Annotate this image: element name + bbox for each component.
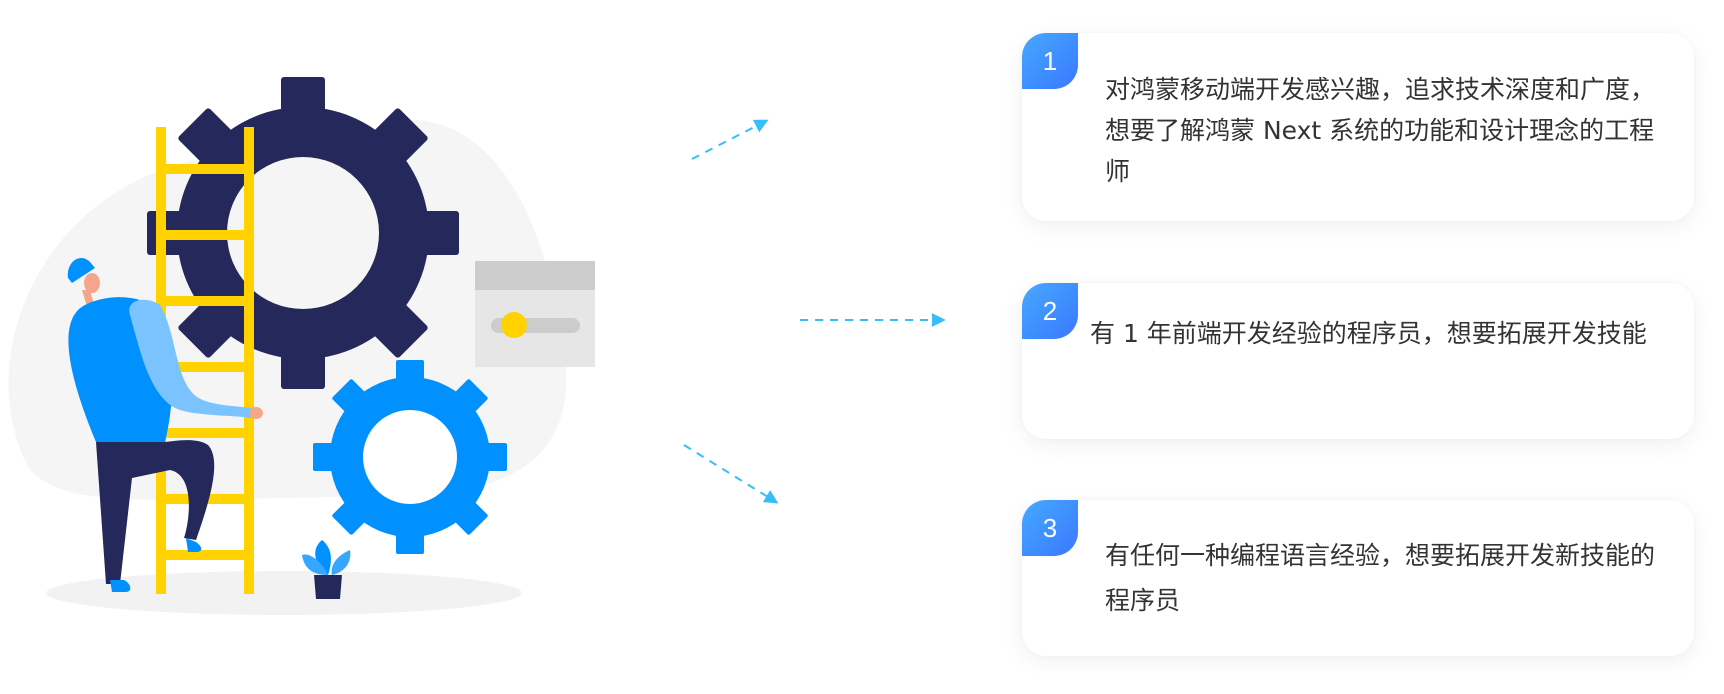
number-badge: 1 [1022, 33, 1078, 89]
arrow-to-item-3 [683, 444, 779, 504]
small-gear-icon [313, 360, 507, 554]
number-badge: 2 [1022, 283, 1078, 339]
audience-card-1: 1 对鸿蒙移动端开发感兴趣，追求技术深度和广度，想要了解鸿蒙 Next 系统的功… [1022, 33, 1694, 221]
number-badge: 3 [1022, 500, 1078, 556]
engineer-figure [67, 257, 263, 592]
arrow-to-item-1 [691, 119, 769, 160]
audience-text: 有 1 年前端开发经验的程序员，想要拓展开发技能 [1090, 319, 1647, 348]
audience-card-3: 3 有任何一种编程语言经验，想要拓展开发新技能的程序员 [1022, 500, 1694, 656]
hard-hat-icon [67, 257, 95, 283]
plant-pot [302, 540, 351, 599]
audience-card-2: 2 有 1 年前端开发经验的程序员，想要拓展开发技能 [1022, 283, 1694, 439]
settings-panel [475, 261, 595, 367]
engineer-gears-illustration [46, 77, 946, 615]
slider-knob [501, 312, 527, 338]
audience-text: 有任何一种编程语言经验，想要拓展开发新技能的程序员 [1105, 541, 1656, 615]
audience-text: 对鸿蒙移动端开发感兴趣，追求技术深度和广度，想要了解鸿蒙 Next 系统的功能和… [1105, 75, 1656, 186]
